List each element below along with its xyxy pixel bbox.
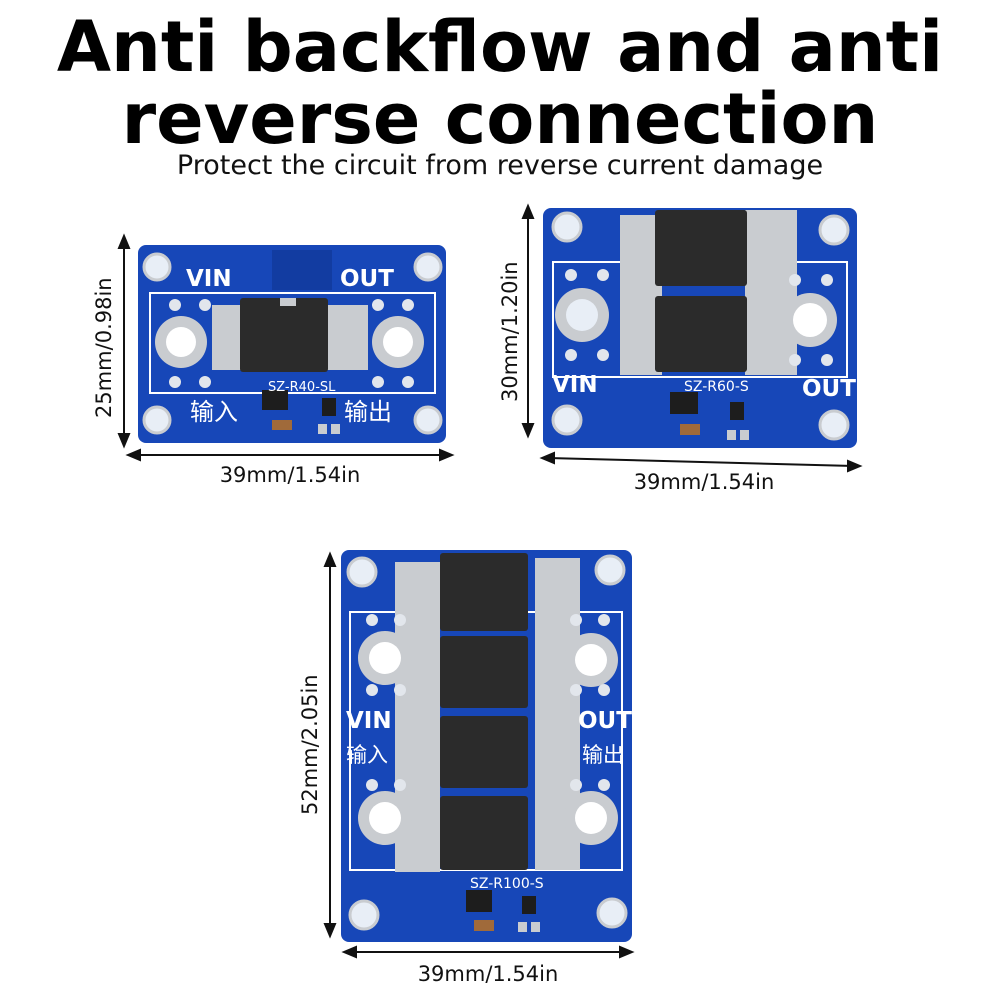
width-dimension-label: 39mm/1.54in xyxy=(633,470,775,494)
transistor-smd xyxy=(730,402,744,420)
ic-chip xyxy=(466,890,492,912)
capacitor-smd xyxy=(680,424,700,435)
out-label: OUT xyxy=(340,266,394,292)
out-label: OUT xyxy=(578,708,632,734)
transistor-smd xyxy=(322,398,336,416)
vin-label: VIN xyxy=(552,372,598,398)
mosfet-chip xyxy=(440,636,528,708)
output-cn-label: 输出 xyxy=(582,743,624,767)
output-cn-label: 输出 xyxy=(344,398,392,426)
model-label: SZ-R100-S xyxy=(470,876,544,892)
mosfet-chip xyxy=(655,210,747,286)
height-dimension-label: 52mm/2.05in xyxy=(298,674,322,815)
transistor-smd xyxy=(522,896,536,914)
vin-label: VIN xyxy=(346,708,392,734)
height-dimension-label: 25mm/0.98in xyxy=(92,277,116,418)
ic-chip xyxy=(670,392,698,414)
input-cn-label: 输入 xyxy=(190,398,238,426)
dimension-arrows xyxy=(117,233,455,462)
dimension-arrows xyxy=(323,551,635,959)
mounting-hole-icon xyxy=(142,252,443,435)
page-title-line-1: Anti backflow and anti xyxy=(56,6,944,88)
out-label: OUT xyxy=(802,376,856,402)
mosfet-chip xyxy=(440,716,528,788)
page-subtitle: Protect the circuit from reverse current… xyxy=(176,150,824,181)
mounting-hole-icon xyxy=(551,211,850,441)
board-sz-r60-s: VIN OUT SZ-R60-S xyxy=(521,203,863,473)
model-label: SZ-R40-SL xyxy=(268,380,336,395)
input-cn-label: 输入 xyxy=(346,743,388,767)
capacitor-smd xyxy=(272,420,292,430)
mosfet-chip xyxy=(440,796,528,870)
board-sz-r40-sl: VIN OUT SZ-R40-SL 输入 输出 xyxy=(117,233,455,462)
ic-chip xyxy=(262,390,288,410)
mounting-hole-icon xyxy=(346,554,628,931)
width-dimension-label: 39mm/1.54in xyxy=(219,463,361,487)
solder-pad xyxy=(745,210,797,375)
mosfet-chip xyxy=(240,298,328,372)
width-dimension-label: 39mm/1.54in xyxy=(417,962,559,986)
board-sz-r100-s: VIN OUT 输入 输出 SZ-R100-S xyxy=(323,550,635,959)
mosfet-chip xyxy=(440,553,528,631)
page-title-line-2: reverse connection xyxy=(121,78,879,160)
height-dimension-label: 30mm/1.20in xyxy=(498,261,522,402)
mosfet-chip xyxy=(655,296,747,372)
capacitor-smd xyxy=(474,920,494,931)
dimension-arrows xyxy=(521,203,863,473)
model-label: SZ-R60-S xyxy=(684,379,749,395)
vin-label: VIN xyxy=(186,266,232,292)
